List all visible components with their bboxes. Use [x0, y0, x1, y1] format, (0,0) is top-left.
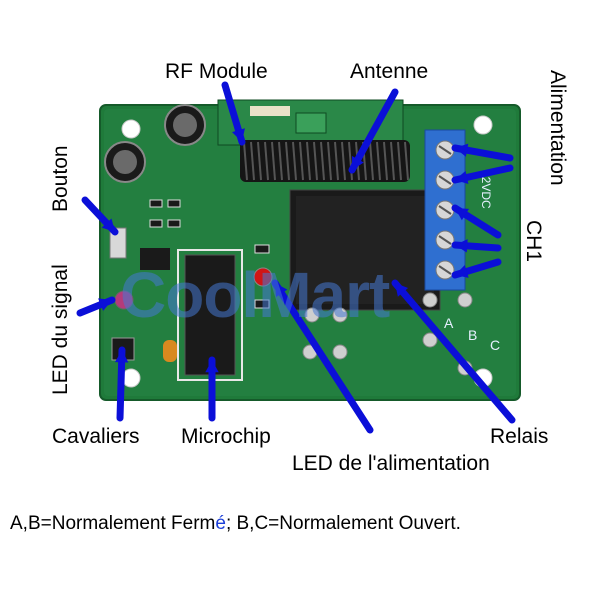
- solder-pad: [422, 332, 438, 348]
- smd-part: [254, 244, 270, 254]
- mount-hole: [121, 119, 141, 139]
- callout-arrow: [391, 279, 516, 424]
- antenna-coil-turn: [397, 141, 402, 181]
- screw-slot: [438, 265, 452, 275]
- label-led-alimentation: LED de l'alimentation: [292, 452, 490, 475]
- smd-part: [167, 219, 181, 228]
- callout-arrows: [76, 81, 516, 434]
- terminal-a-mark: A: [444, 315, 454, 331]
- label-relais: Relais: [490, 425, 549, 448]
- antenna-coil-turn: [313, 141, 318, 181]
- smd-part: [149, 199, 163, 208]
- microchip: [184, 254, 236, 376]
- antenna-coil-turn: [334, 141, 339, 181]
- mount-hole: [473, 115, 493, 135]
- label-ch1: CH1: [522, 220, 545, 263]
- callout-arrowhead: [101, 218, 115, 232]
- watermark-text: CoolMart: [120, 259, 390, 331]
- antenna-coil-turn: [292, 141, 297, 181]
- voltage-mark: 12VDC: [479, 170, 493, 209]
- solder-pad: [304, 307, 320, 323]
- tactile-button: [109, 227, 127, 259]
- label-antenne: Antenne: [350, 60, 429, 83]
- caption: A,B=Normalement Fermé; B,C=Normalement O…: [10, 513, 461, 535]
- callout-arrowhead: [455, 170, 469, 184]
- callout-arrow: [348, 88, 399, 174]
- callout-arrowhead: [395, 283, 409, 297]
- screw-slot: [438, 175, 452, 185]
- label-cavaliers: Cavaliers: [52, 425, 140, 448]
- smd-part: [254, 299, 270, 309]
- label-microchip: Microchip: [181, 425, 271, 448]
- antenna-coil-turn: [376, 141, 381, 181]
- label-led-signal: LED du signal: [49, 264, 72, 395]
- terminal-screws: [435, 140, 455, 280]
- callout-arrowhead: [232, 128, 245, 142]
- small-ic: [140, 248, 170, 270]
- callout-arrowhead: [455, 265, 469, 278]
- smd-part: [149, 219, 163, 228]
- screw-slot: [438, 145, 452, 155]
- callout-arrowhead: [114, 350, 129, 363]
- antenna-coil-turn: [341, 141, 346, 181]
- callout-arrowhead: [98, 298, 112, 311]
- antenna-coil-turn: [264, 141, 269, 181]
- capacitor-top: [113, 150, 137, 174]
- antenna-coil-turn: [285, 141, 290, 181]
- rf-module-chip: [295, 112, 327, 134]
- callout-arrowhead: [455, 239, 468, 253]
- caption-accent: é: [215, 513, 226, 534]
- power-led: [253, 267, 273, 287]
- antenna-coil-turn: [404, 141, 409, 181]
- label-bouton: Bouton: [49, 145, 72, 212]
- terminal-c-mark: C: [490, 337, 500, 353]
- caption-part1: A,B=Normalement Ferm: [10, 513, 216, 534]
- smd-part: [167, 199, 181, 208]
- antenna-coil-turn: [348, 141, 353, 181]
- relay-highlight: [296, 196, 434, 304]
- ceramic-cap: [163, 340, 177, 362]
- rf-module-header: [250, 106, 290, 116]
- capacitor-top: [173, 113, 197, 137]
- callout-arrowhead: [205, 360, 219, 373]
- antenna-coil-turn: [271, 141, 276, 181]
- callout-arrowhead: [275, 283, 288, 297]
- terminal-b-mark: B: [468, 327, 477, 343]
- screw-slot: [438, 235, 452, 245]
- antenna-coil-turn: [320, 141, 325, 181]
- antenna-coil: [240, 140, 410, 182]
- solder-pad: [332, 344, 348, 360]
- antenna-coil-turn: [383, 141, 388, 181]
- antenna-coil-turn: [299, 141, 304, 181]
- antenna-coil-turn: [243, 141, 248, 181]
- label-rf-module: RF Module: [165, 60, 268, 83]
- caption-part2: ; B,C=Normalement Ouvert.: [225, 513, 461, 534]
- antenna-coil-turn: [369, 141, 374, 181]
- antenna-coil-turn: [390, 141, 395, 181]
- antenna-coil-turn: [257, 141, 262, 181]
- screw-slot: [438, 205, 452, 215]
- callout-arrowhead: [352, 156, 364, 170]
- antenna-coil-turn: [306, 141, 311, 181]
- solder-pad: [457, 292, 473, 308]
- antenna-coil-turn: [278, 141, 283, 181]
- antenna-coil-turn: [327, 141, 332, 181]
- label-alimentation: Alimentation: [546, 70, 569, 186]
- solder-pad: [422, 292, 438, 308]
- callout-arrowhead: [455, 143, 469, 157]
- solder-pad: [332, 307, 348, 323]
- callout-arrowhead: [455, 208, 469, 221]
- callout-arrow: [271, 279, 374, 434]
- antenna-coil-body: [240, 140, 410, 182]
- antenna-coil-turn: [250, 141, 255, 181]
